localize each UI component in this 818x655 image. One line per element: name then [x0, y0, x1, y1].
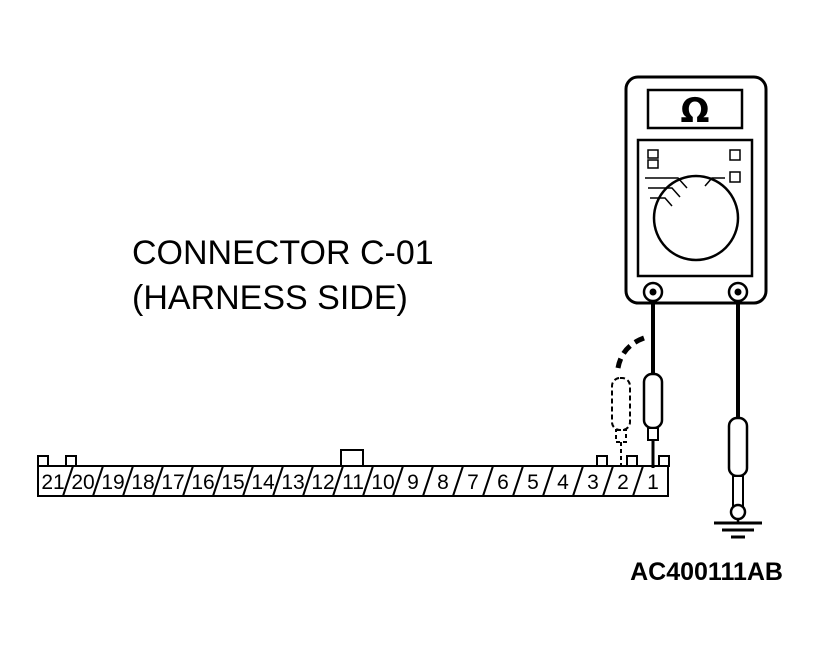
pin-divider [92, 465, 104, 497]
pin-divider [62, 465, 74, 497]
connector-tab-4 [626, 455, 638, 467]
meter-display [646, 88, 744, 130]
pin-label-1: 1 [647, 471, 659, 494]
pin-divider [332, 465, 344, 497]
connector-lock [340, 449, 364, 467]
pin-divider [122, 465, 134, 497]
pin-divider [632, 465, 644, 497]
pin-divider [302, 465, 314, 497]
pin-label-8: 8 [437, 471, 449, 494]
pin-label-13: 13 [281, 471, 304, 494]
connector-title: CONNECTOR C-01 [132, 234, 434, 272]
pin-divider [212, 465, 224, 497]
probe-alt-collar [615, 429, 627, 443]
jack-right-center [734, 288, 742, 296]
scale-line [704, 177, 725, 187]
pin-divider [242, 465, 254, 497]
probe-left [642, 300, 664, 468]
ohmmeter [624, 75, 768, 305]
pin-label-9: 9 [407, 471, 419, 494]
scale-line [650, 197, 673, 207]
pin-divider [392, 465, 404, 497]
reference-code: AC400111AB [630, 558, 783, 586]
pin-dividers [62, 465, 644, 497]
pin-label-3: 3 [587, 471, 599, 494]
pin-divider [362, 465, 374, 497]
pin-label-6: 6 [497, 471, 509, 494]
switch-icon [647, 149, 659, 159]
pin-label-19: 19 [101, 471, 124, 494]
pin-divider [572, 465, 584, 497]
connector-subtitle: (HARNESS SIDE) [132, 279, 408, 317]
pin-label-21: 21 [41, 471, 64, 494]
probe-left-handle [642, 372, 664, 430]
pin-label-18: 18 [131, 471, 154, 494]
probe-right [714, 300, 762, 539]
pin-divider [602, 465, 614, 497]
pin-label-7: 7 [467, 471, 479, 494]
pin-label-4: 4 [557, 471, 569, 494]
pin-label-10: 10 [371, 471, 394, 494]
probe-left-collar [647, 427, 659, 441]
pin-divider [272, 465, 284, 497]
switch-icon [647, 159, 659, 169]
pin-label-14: 14 [251, 471, 275, 494]
probe-right-handle [727, 416, 749, 478]
pin-divider [482, 465, 494, 497]
connector-c01 [37, 449, 670, 497]
pin-divider [422, 465, 434, 497]
meter-face [636, 138, 754, 278]
connector-tab-left [37, 455, 49, 467]
pin-label-11: 11 [342, 471, 364, 494]
meter-dial-icon [652, 174, 740, 262]
probe-alt-handle [611, 377, 631, 431]
pin-divider [542, 465, 554, 497]
scale-line [648, 187, 681, 198]
pin-label-17: 17 [161, 471, 184, 494]
pin-label-15: 15 [221, 471, 244, 494]
probe-right-clip [729, 503, 747, 521]
jack-left-center [649, 288, 657, 296]
ohm-symbol: Ω [681, 91, 710, 131]
connector-tab-2 [65, 455, 77, 467]
pin-label-2: 2 [617, 471, 629, 494]
meter-body [624, 75, 768, 305]
pin-label-16: 16 [191, 471, 214, 494]
pin-label-20: 20 [71, 471, 94, 494]
connector-tab-right [658, 455, 670, 467]
pin-label-12: 12 [311, 471, 334, 494]
pin-divider [152, 465, 164, 497]
pin-divider [452, 465, 464, 497]
pin-divider [182, 465, 194, 497]
scale-line [645, 177, 688, 189]
switch-icon [729, 171, 741, 183]
probe-alternate-dashed [611, 335, 645, 468]
pin-label-5: 5 [527, 471, 539, 494]
switch-icon [729, 149, 741, 161]
pin-divider [512, 465, 524, 497]
connector-tab-3 [596, 455, 608, 467]
connector-body [37, 465, 669, 497]
probe-alt-lead [615, 335, 645, 369]
probe-right-shaft [732, 475, 744, 507]
